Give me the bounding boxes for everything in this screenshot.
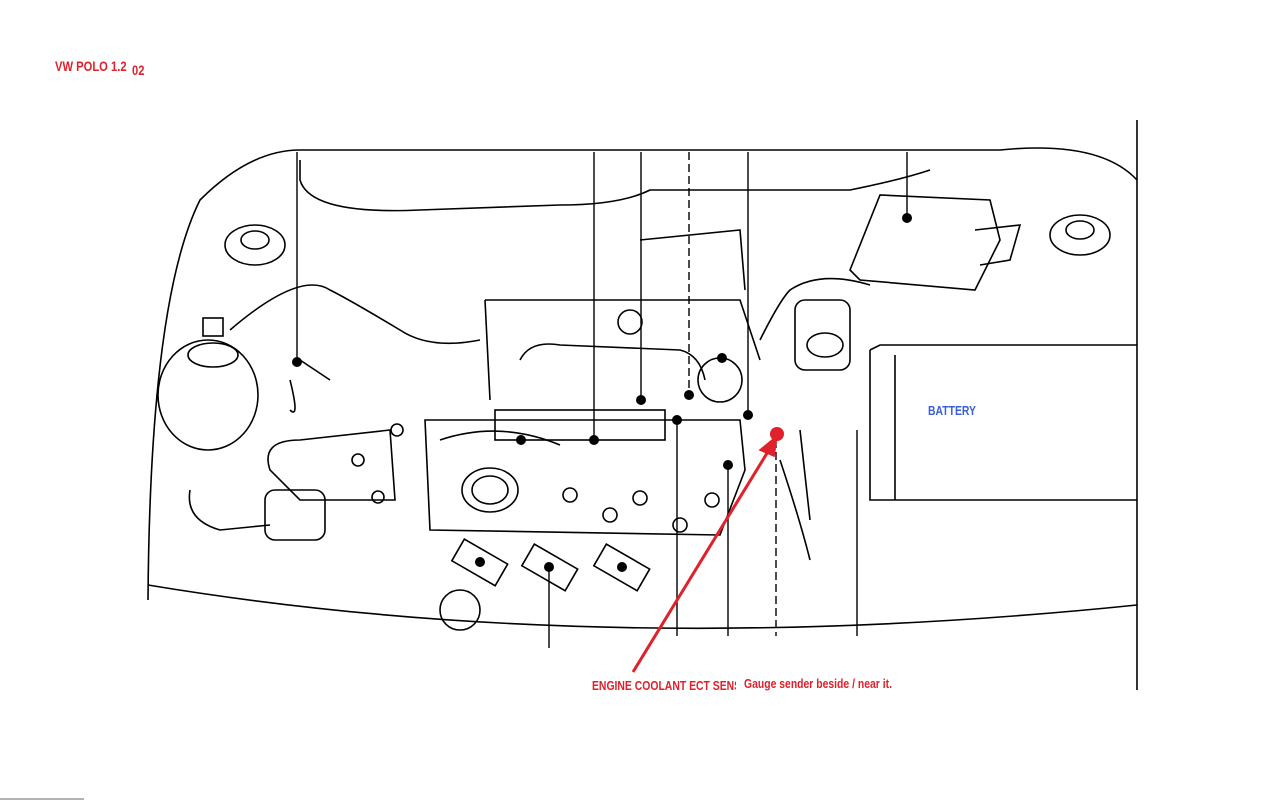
hood-outline xyxy=(147,120,1138,690)
strut-tops xyxy=(224,214,1111,266)
ect-sensor-pointer xyxy=(631,427,784,673)
coolant-reservoir xyxy=(157,317,259,451)
diagram-title: VW POLO 1.2 xyxy=(55,58,127,74)
battery-label: BATTERY xyxy=(928,403,976,418)
battery xyxy=(869,344,1137,501)
hoses xyxy=(188,229,871,561)
brake-fluid-reservoir xyxy=(794,299,851,371)
ect-sensor-marker xyxy=(770,427,784,441)
diagram-year: 02 xyxy=(132,62,145,78)
engine-block xyxy=(424,299,761,536)
leader-lines xyxy=(296,152,908,648)
ecu-box xyxy=(849,194,1022,291)
ignition-coils xyxy=(439,538,651,631)
gauge-sender-note: Gauge sender beside / near it. xyxy=(744,676,892,691)
ect-sensor-label: ENGINE COOLANT ECT SENSOR xyxy=(592,678,736,693)
leader-dots xyxy=(292,213,912,572)
engine-mount xyxy=(264,423,404,541)
